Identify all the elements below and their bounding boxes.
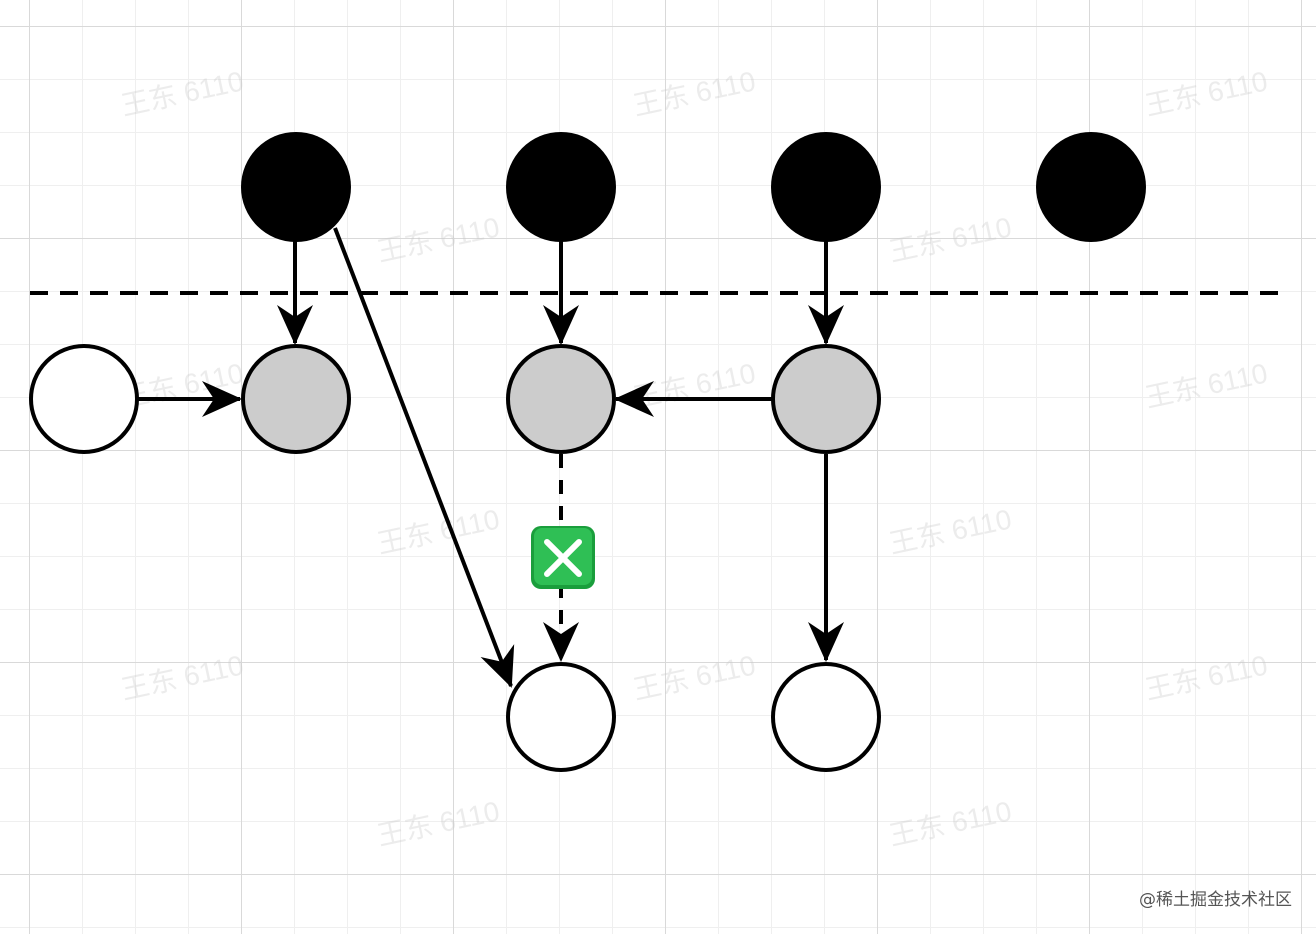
edge-top1-to-bottom2 <box>333 227 515 688</box>
middle-node-2 <box>506 344 616 454</box>
left-node <box>29 344 139 454</box>
credit-text: @稀土掘金技术社区 <box>1139 890 1292 910</box>
top-node-1 <box>241 132 351 242</box>
middle-node-1 <box>241 344 351 454</box>
top-node-4 <box>1036 132 1146 242</box>
top-node-2 <box>506 132 616 242</box>
cross-mark-icon <box>531 526 595 589</box>
bottom-node-2 <box>506 662 616 772</box>
top-node-3 <box>771 132 881 242</box>
middle-node-3 <box>771 344 881 454</box>
bottom-node-3 <box>771 662 881 772</box>
